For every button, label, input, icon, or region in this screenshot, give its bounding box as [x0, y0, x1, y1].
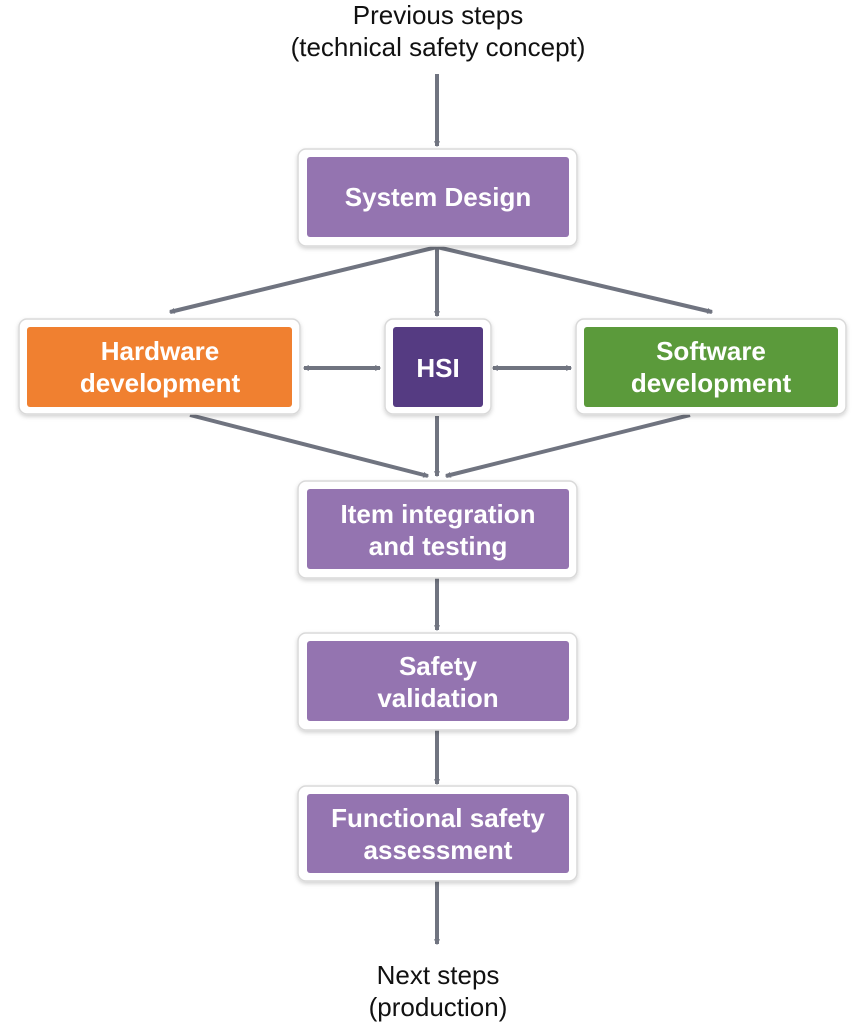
safety-validation-label-line1: Safety [399, 651, 478, 681]
hardware-development-fill [27, 327, 292, 407]
hardware-development-label-line1: Hardware [101, 336, 220, 366]
item-integration-node: Item integration and testing [297, 480, 578, 579]
hsi-label: HSI [416, 353, 459, 383]
previous-steps-detail: (technical safety concept) [291, 32, 586, 62]
software-development-node: Software development [575, 318, 847, 415]
arrows [168, 74, 714, 946]
safety-validation-fill [307, 641, 569, 721]
software-development-label-line1: Software [656, 336, 766, 366]
arrow-system-design-to-software [436, 245, 714, 314]
next-steps-detail: (production) [369, 992, 508, 1022]
functional-safety-assessment-label-line2: assessment [364, 835, 513, 865]
previous-steps-label: Previous steps [353, 0, 524, 30]
item-integration-fill [307, 489, 569, 569]
item-integration-label-line2: and testing [369, 531, 508, 561]
hardware-development-label-line2: development [80, 368, 241, 398]
software-development-fill [584, 327, 838, 407]
hsi-node: HSI [384, 318, 492, 415]
safety-validation-label-line2: validation [377, 683, 498, 713]
functional-safety-assessment-node: Functional safety assessment [297, 785, 578, 882]
system-design-node: System Design [297, 148, 578, 247]
hardware-development-node: Hardware development [18, 318, 301, 415]
arrow-system-design-to-hardware [168, 245, 438, 314]
item-integration-label-line1: Item integration [340, 499, 535, 529]
hsi-fill [393, 327, 483, 407]
system-design-fill [307, 157, 569, 237]
arrow-hardware-to-integration [189, 413, 430, 478]
software-development-label-line2: development [631, 368, 792, 398]
arrow-software-to-integration [444, 413, 691, 478]
next-steps-label: Next steps [377, 960, 500, 990]
functional-safety-assessment-label-line1: Functional safety [331, 803, 545, 833]
safety-validation-node: Safety validation [297, 632, 578, 731]
functional-safety-assessment-fill [307, 794, 569, 873]
system-design-label: System Design [345, 182, 531, 212]
